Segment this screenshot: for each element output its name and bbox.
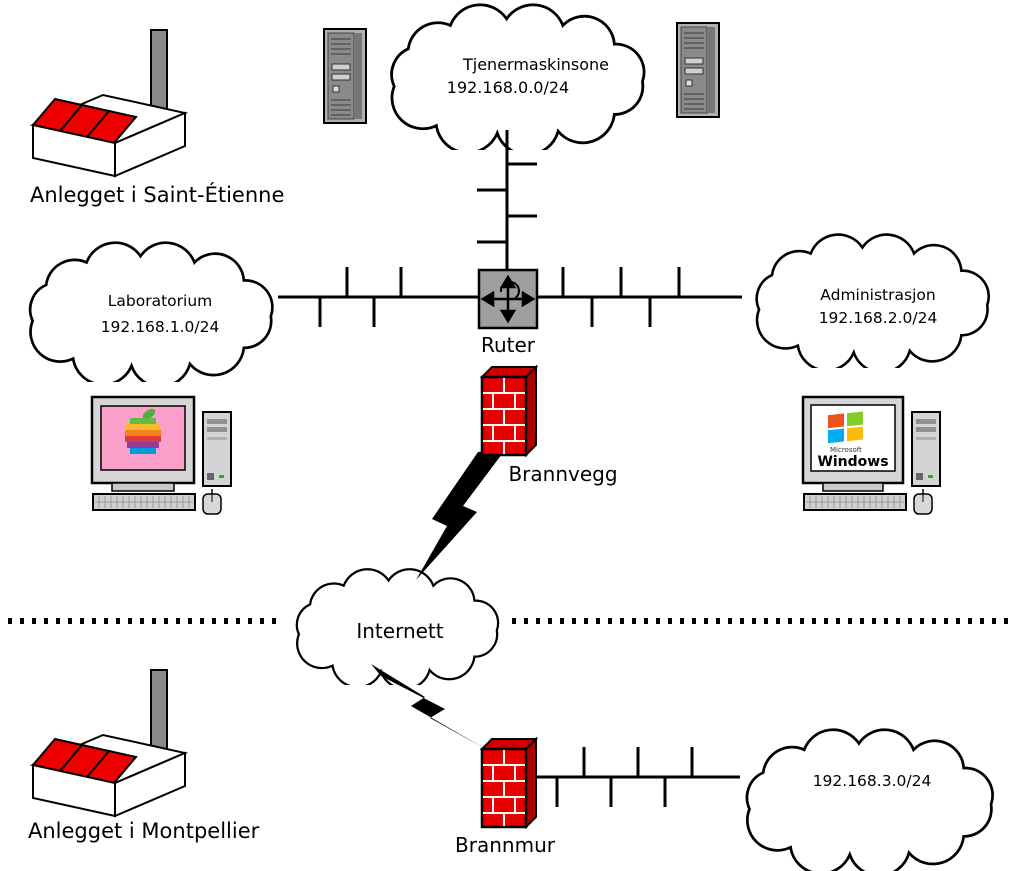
firewall-top-label: Brannvegg [508,462,617,486]
router-icon [477,268,539,330]
factory-icon-saint-etienne [32,29,186,177]
firewall-icon-bottom [480,737,538,829]
branch-bus [530,747,740,807]
laboratory-cloud [28,241,274,382]
router-label: Ruter [481,333,536,357]
administration-subnet: 192.168.2.0/24 [819,309,938,327]
server-zone-bus [477,130,537,272]
wan-lightning-top [416,450,505,580]
windows-tower [911,411,941,487]
windows-mouse [913,489,933,515]
factory-icon-montpellier [32,669,186,817]
laboratory-subnet: 192.168.1.0/24 [101,318,220,336]
server-zone-subnet: 192.168.0.0/24 [447,78,569,97]
mac-tower [202,411,232,487]
site-label-montpellier: Anlegget i Montpellier [28,819,260,843]
mac-mouse [202,489,222,515]
laboratory-name: Laboratorium [108,292,213,310]
router-arrows-icon [480,274,536,324]
branch-subnet: 192.168.3.0/24 [813,772,932,790]
windows-flag-icon [828,411,863,444]
branch-network-cloud [745,728,995,871]
windows-brand: Windows [817,454,888,470]
windows-computer-icon: Microsoft Windows [801,395,941,515]
wan-lightning-bottom [371,664,484,748]
firewall-bottom-label: Brannmur [455,833,556,857]
windows-keyboard [803,493,907,511]
server-icon-right [676,22,720,118]
windows-brand-small: Microsoft [830,446,862,454]
server-zone-name: Tjenermaskinsone [462,55,609,74]
firewall-icon-top [480,365,538,457]
mac-keyboard [92,493,196,511]
server-icon-left [323,28,367,124]
rainbow-apple-icon [125,408,161,454]
administration-name: Administrasjon [820,286,935,304]
internet-label: Internett [356,619,443,643]
windows-monitor-base [822,482,884,492]
mac-monitor-base [111,482,175,492]
site-label-saint-etienne: Anlegget i Saint-Étienne [30,182,284,207]
mac-computer-icon [90,395,232,515]
